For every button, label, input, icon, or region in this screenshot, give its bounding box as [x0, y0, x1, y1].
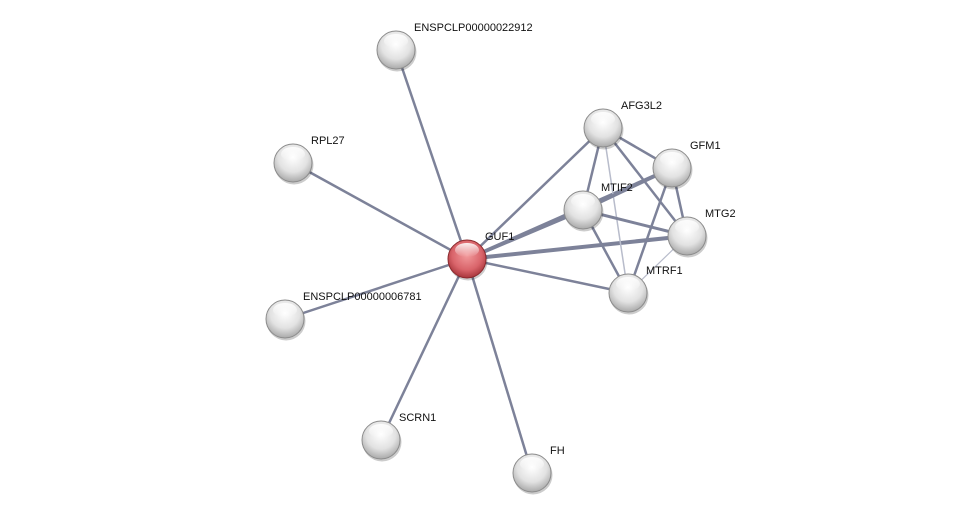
edge-guf1-rpl27[interactable] — [292, 161, 468, 261]
edge-guf1-mtg2[interactable] — [466, 234, 688, 261]
node-highlight — [384, 34, 408, 48]
node-fh[interactable]: FH — [512, 445, 565, 495]
node-highlight — [675, 220, 699, 234]
node-afg3l2[interactable]: AFG3L2 — [583, 100, 662, 150]
node-label: AFG3L2 — [621, 100, 662, 112]
node-label: GFM1 — [690, 140, 721, 152]
node-mtrf1[interactable]: MTRF1 — [608, 265, 683, 315]
edge-guf1-enspclp00000022912[interactable] — [394, 49, 469, 260]
node-highlight — [571, 194, 595, 208]
node-label: ENSPCLP00000022912 — [414, 22, 533, 34]
node-label: MTG2 — [705, 208, 736, 220]
node-label: SCRN1 — [399, 412, 436, 424]
edge-guf1-fh[interactable] — [465, 258, 534, 474]
node-label: RPL27 — [311, 135, 345, 147]
node-highlight — [273, 303, 297, 317]
node-label: ENSPCLP00000006781 — [303, 291, 422, 303]
node-label: MTRF1 — [646, 265, 683, 277]
node-gfm1[interactable]: GFM1 — [652, 140, 721, 190]
node-highlight — [455, 243, 479, 257]
node-scrn1[interactable]: SCRN1 — [361, 412, 436, 462]
node-rpl27[interactable]: RPL27 — [273, 135, 345, 185]
edge-afg3l2-mtrf1[interactable] — [602, 127, 629, 294]
node-highlight — [616, 277, 640, 291]
node-highlight — [591, 112, 615, 126]
node-label: MTIF2 — [601, 182, 633, 194]
node-highlight — [369, 424, 393, 438]
node-mtif2[interactable]: MTIF2 — [563, 182, 633, 232]
node-enspclp00000022912[interactable]: ENSPCLP00000022912 — [376, 22, 533, 72]
node-highlight — [660, 152, 684, 166]
node-label: GUF1 — [485, 231, 514, 243]
edge-guf1-mtrf1[interactable] — [466, 257, 629, 295]
node-enspclp00000006781[interactable]: ENSPCLP00000006781 — [265, 291, 422, 341]
edge-guf1-mtif2[interactable] — [466, 208, 584, 261]
node-highlight — [281, 147, 305, 161]
node-guf1[interactable]: GUF1 — [447, 231, 514, 281]
edge-guf1-scrn1[interactable] — [379, 258, 469, 441]
node-highlight — [520, 457, 544, 471]
node-mtg2[interactable]: MTG2 — [667, 208, 736, 258]
edge-guf1-enspclp00000006781[interactable] — [284, 257, 468, 321]
node-label: FH — [550, 445, 565, 457]
edge-guf1-afg3l2[interactable] — [466, 127, 604, 260]
edge-gfm1-mtrf1[interactable] — [626, 167, 674, 294]
